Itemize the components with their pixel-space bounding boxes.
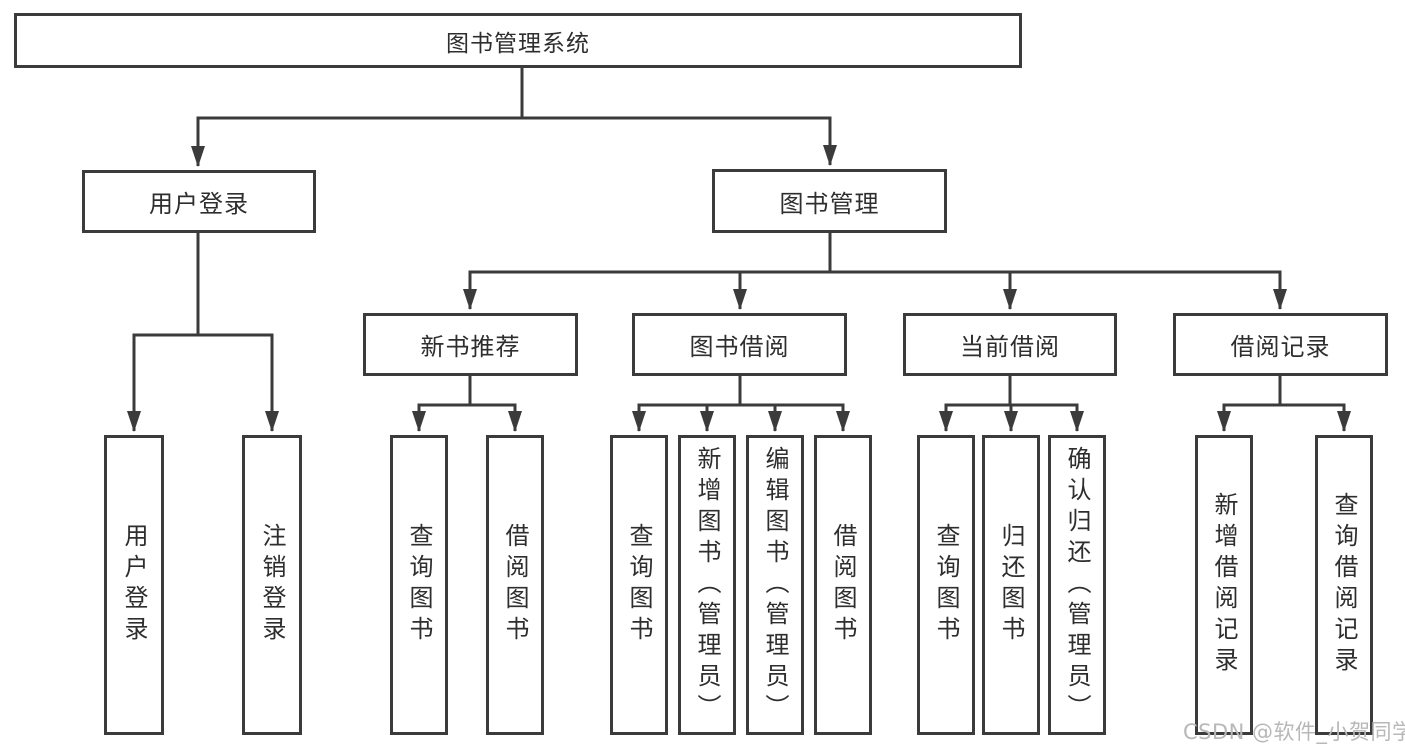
node-label: 用户登录 — [149, 190, 249, 218]
node-book-management: 图书管理 — [712, 169, 947, 233]
node-new-book-recommend: 新书推荐 — [363, 313, 578, 376]
node-label: 当前借阅 — [960, 333, 1060, 361]
node-label: 查询图书 — [405, 523, 433, 647]
node-label: 图书借阅 — [689, 333, 790, 361]
leaf-logout: 注销登录 — [242, 435, 302, 735]
node-label: 查询图书 — [625, 523, 653, 647]
leaf-confirm-return-admin: 确认归还（管理员） — [1048, 435, 1106, 735]
node-label: 查询借阅记录 — [1330, 492, 1358, 678]
leaf-edit-books-admin: 编辑图书（管理员） — [746, 435, 804, 735]
leaf-borrow-books: 借阅图书 — [814, 435, 872, 735]
node-label: 注销登录 — [258, 523, 286, 647]
leaf-query-borrow-record: 查询借阅记录 — [1315, 435, 1373, 735]
node-label: 归还图书 — [997, 523, 1025, 647]
node-borrow-records: 借阅记录 — [1173, 313, 1388, 376]
leaf-borrow-query-books: 查询图书 — [610, 435, 668, 735]
node-label: 新增借阅记录 — [1210, 492, 1238, 678]
node-label: 借阅图书 — [501, 523, 529, 647]
node-user-login: 用户登录 — [82, 170, 316, 233]
leaf-recommend-borrow-books: 借阅图书 — [486, 435, 544, 735]
leaf-current-query-books: 查询图书 — [917, 435, 975, 735]
leaf-add-borrow-record: 新增借阅记录 — [1195, 435, 1253, 735]
node-label: 图书管理系统 — [446, 30, 590, 57]
watermark: CSDN @软件_小贺同学 — [1183, 720, 1405, 744]
leaf-add-books-admin: 新增图书（管理员） — [678, 435, 736, 735]
node-label: 编辑图书（管理员） — [761, 445, 789, 725]
node-book-borrow: 图书借阅 — [632, 313, 847, 376]
leaf-user-login: 用户登录 — [104, 435, 164, 735]
leaf-return-books: 归还图书 — [982, 435, 1040, 735]
node-label: 确认归还（管理员） — [1063, 445, 1091, 725]
node-current-borrow: 当前借阅 — [903, 313, 1117, 376]
node-label: 查询图书 — [932, 523, 960, 647]
node-label: 用户登录 — [120, 523, 148, 647]
node-label: 新增图书（管理员） — [693, 445, 721, 725]
node-label: 新书推荐 — [420, 333, 521, 361]
leaf-recommend-query-books: 查询图书 — [390, 435, 448, 735]
node-label: 图书管理 — [779, 189, 880, 218]
node-label: 借阅图书 — [829, 523, 857, 647]
node-label: 借阅记录 — [1230, 333, 1331, 361]
node-library-management-system: 图书管理系统 — [14, 13, 1022, 68]
